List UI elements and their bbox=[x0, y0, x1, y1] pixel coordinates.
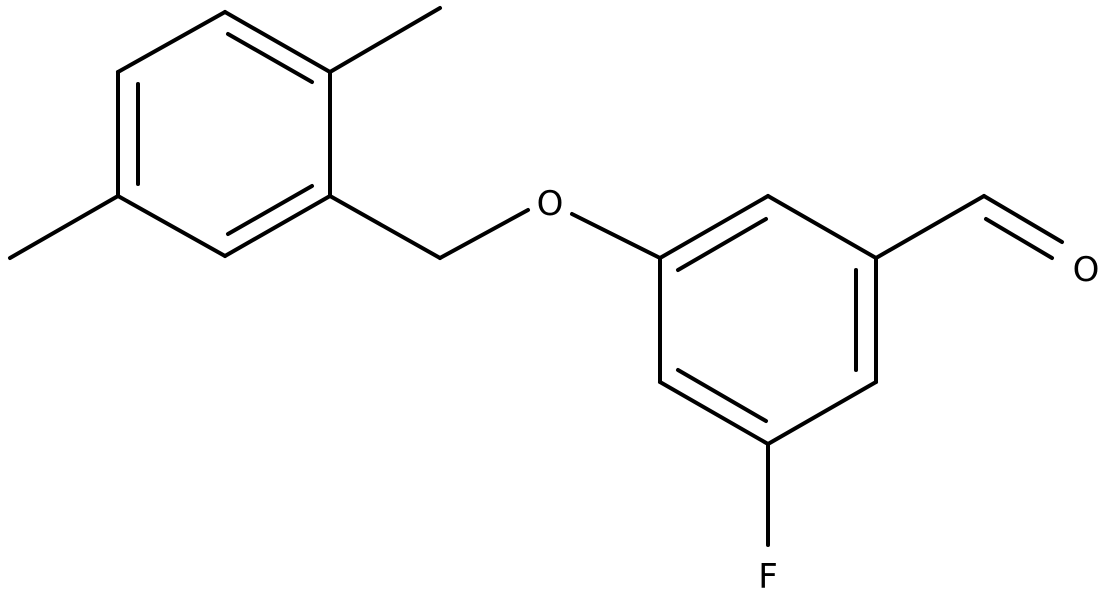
aldehyde-co-bond bbox=[982, 194, 1064, 244]
bond-inner bbox=[676, 217, 768, 272]
dimethylphenyl-ring bbox=[116, 10, 332, 258]
bond bbox=[658, 194, 770, 260]
ch2-oxygen-bond bbox=[438, 208, 530, 260]
carbonyl-oxygen-label: O bbox=[1073, 250, 1100, 290]
ch2-bond bbox=[328, 194, 442, 260]
methyl-bond-left bbox=[8, 194, 120, 260]
fluorine-label: F bbox=[758, 557, 778, 597]
bond bbox=[766, 194, 878, 260]
bond bbox=[116, 10, 227, 74]
fluorobenzaldehyde-ring bbox=[658, 194, 878, 446]
methyl-bond-top bbox=[328, 6, 442, 74]
bond bbox=[223, 10, 332, 74]
oxygen-ring-bond bbox=[570, 212, 662, 260]
bond bbox=[223, 194, 332, 258]
aldehyde-co-bond-inner bbox=[984, 217, 1054, 260]
bond bbox=[658, 380, 770, 446]
bond bbox=[766, 380, 878, 446]
bond bbox=[116, 194, 227, 258]
bond-inner bbox=[226, 32, 314, 84]
bond-inner bbox=[226, 184, 314, 236]
ether-oxygen-label: O bbox=[537, 184, 564, 224]
bond-inner bbox=[676, 368, 768, 423]
aldehyde-c-bond bbox=[874, 194, 986, 260]
